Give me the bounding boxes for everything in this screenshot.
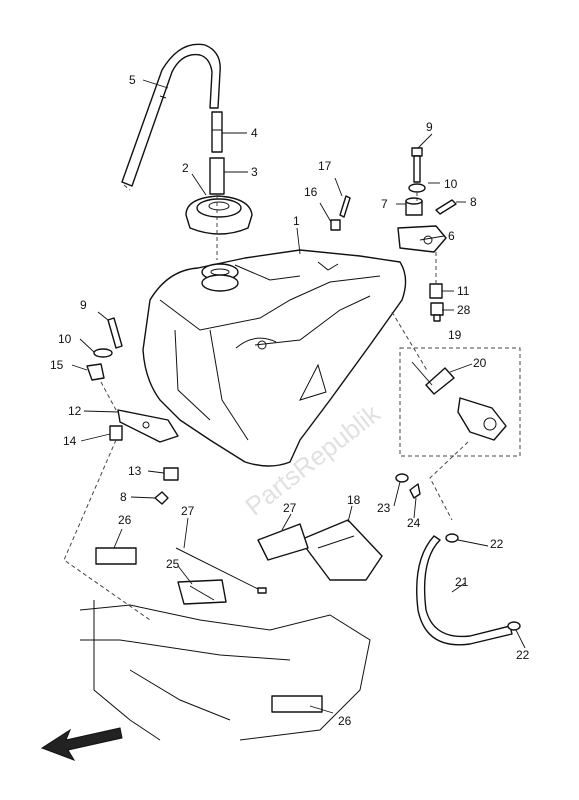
callout-11: 11 xyxy=(457,284,470,298)
callout-2: 2 xyxy=(182,161,189,175)
band-26-lower xyxy=(271,695,323,713)
washer-10-left xyxy=(93,348,113,358)
bolt-9-left xyxy=(107,317,123,349)
callout-24: 24 xyxy=(407,516,421,530)
band-26-upper xyxy=(95,547,137,565)
callout-22-upper: 22 xyxy=(490,537,504,551)
fuel-cock xyxy=(425,367,507,441)
callout-21: 21 xyxy=(455,575,469,589)
band-25 xyxy=(177,579,227,605)
damper-14 xyxy=(86,363,105,381)
callout-15: 14 xyxy=(63,434,77,448)
screw-8-left xyxy=(154,491,169,505)
callout-1: 1 xyxy=(293,214,300,228)
cable-tie-27 xyxy=(175,547,267,594)
callout-3: 3 xyxy=(251,165,258,179)
callout-10-left: 10 xyxy=(58,332,72,346)
callout-23: 23 xyxy=(377,501,391,515)
bracket-6 xyxy=(397,225,447,253)
clip-13 xyxy=(163,467,179,481)
callout-27-right: 27 xyxy=(283,501,297,515)
clip-22-lower xyxy=(507,621,521,631)
callout-9-left: 9 xyxy=(80,298,87,312)
callout-22-lower: 22 xyxy=(516,648,530,662)
front-direction-arrow-icon xyxy=(40,727,123,761)
callout-4: 4 xyxy=(251,126,258,140)
callout-19: 19 xyxy=(448,328,462,342)
callout-8-left: 8 xyxy=(120,490,127,504)
fuel-cap xyxy=(185,195,253,235)
fuel-hose-21 xyxy=(416,535,513,646)
bolt-28 xyxy=(430,302,444,322)
damper-16 xyxy=(330,219,341,231)
collar-15 xyxy=(109,425,123,441)
clip-22-upper xyxy=(445,533,459,543)
leader-lines xyxy=(63,79,526,714)
callout-9-right: 9 xyxy=(426,120,433,134)
callout-13: 13 xyxy=(128,464,142,478)
callout-12: 12 xyxy=(68,404,82,418)
callout-17: 17 xyxy=(318,159,332,173)
bracket-12 xyxy=(117,409,179,443)
breather-hose xyxy=(121,43,221,187)
callout-labels: 5 4 3 2 1 9 10 7 8 6 11 28 19 20 17 16 9… xyxy=(50,73,530,728)
screw-17 xyxy=(339,195,351,218)
callout-16: 16 xyxy=(304,185,318,199)
callout-20: 20 xyxy=(473,356,487,370)
grommet-7 xyxy=(405,197,423,216)
callout-25: 25 xyxy=(166,557,180,571)
callout-5: 5 xyxy=(129,73,136,87)
washer-10-right xyxy=(408,183,426,193)
callout-8-right: 8 xyxy=(470,195,477,209)
collar-11 xyxy=(429,283,443,299)
callout-27-left: 27 xyxy=(181,504,195,518)
callout-18: 18 xyxy=(347,493,361,507)
callout-28: 28 xyxy=(457,303,471,317)
callout-26-upper: 26 xyxy=(118,513,132,527)
callout-7: 7 xyxy=(381,197,388,211)
heat-protector-18 xyxy=(299,519,383,581)
bolt-9-right xyxy=(411,147,423,183)
screw-8-right xyxy=(435,199,457,215)
callout-6: 6 xyxy=(448,229,455,243)
fuel-tank xyxy=(142,249,407,467)
bracket-27 xyxy=(257,523,309,561)
screw-24 xyxy=(409,483,421,499)
fuel-cock-box xyxy=(399,347,521,457)
callout-26-lower: 26 xyxy=(338,714,352,728)
callout-10-right: 10 xyxy=(444,177,458,191)
callout-14: 15 xyxy=(50,358,64,372)
frame-outline xyxy=(79,600,371,741)
breather-pipe xyxy=(209,157,225,195)
hose-joint xyxy=(211,111,223,153)
washer-23 xyxy=(395,473,409,483)
